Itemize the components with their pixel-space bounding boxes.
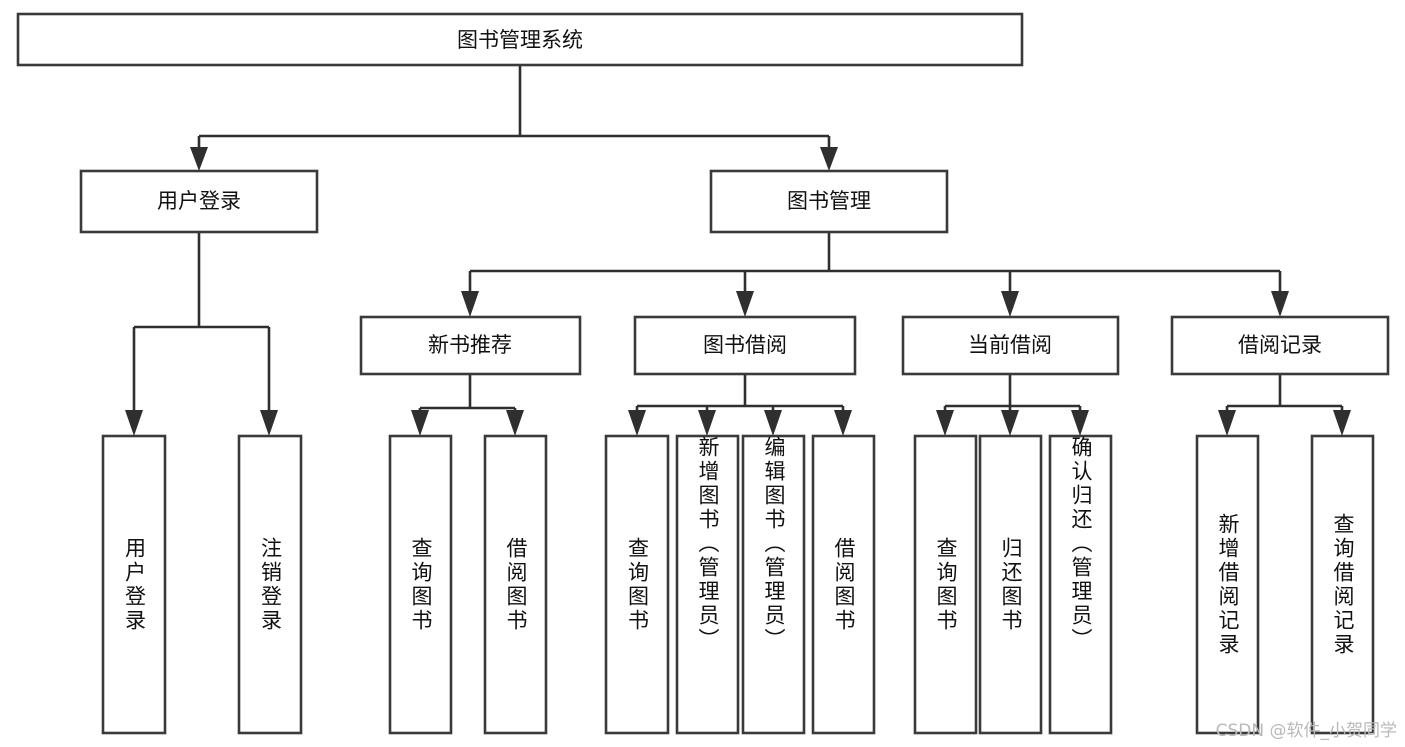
leaf-box-confirm-return-admin[interactable] bbox=[1048, 434, 1113, 735]
node-root-label: 图书管理系统 bbox=[457, 28, 583, 52]
leaf-boxes-group bbox=[101, 434, 1375, 735]
leaf-box-edit-book-admin[interactable] bbox=[741, 434, 806, 735]
arrow-to-leaf-user-login bbox=[125, 410, 143, 436]
node-user-login-box[interactable] bbox=[79, 169, 319, 234]
node-root[interactable]: 图书管理系统 bbox=[16, 12, 1024, 67]
node-user-login[interactable]: 用户登录 bbox=[79, 169, 319, 234]
arrow-current-leaf-3 bbox=[1071, 410, 1089, 436]
arrow-to-book-mgmt bbox=[820, 147, 838, 171]
arrow-to-leaf-logout bbox=[260, 410, 278, 436]
leaf-box-borrow-book-bb[interactable] bbox=[811, 434, 876, 735]
node-borrowing-records-label: 借阅记录 bbox=[1238, 333, 1322, 357]
leaf-box-borrow-book-nbr[interactable] bbox=[483, 434, 548, 735]
node-book-borrowing-label: 图书借阅 bbox=[703, 333, 787, 357]
arrow-borrow-leaf-3 bbox=[764, 410, 782, 436]
leaf-box-query-borrow-record[interactable] bbox=[1310, 434, 1375, 735]
node-borrowing-records-box[interactable] bbox=[1170, 315, 1390, 376]
arrow-borrow-leaf-1 bbox=[628, 410, 646, 436]
arrow-borrow-leaf-2 bbox=[698, 410, 716, 436]
leaf-box-query-book-cb[interactable] bbox=[913, 434, 978, 735]
node-user-login-label: 用户登录 bbox=[157, 189, 241, 213]
arrow-to-user-login bbox=[190, 147, 208, 171]
arrow-to-book-borrow bbox=[736, 291, 754, 317]
arrow-records-leaf-1 bbox=[1218, 410, 1236, 436]
arrow-records-leaf-2 bbox=[1333, 410, 1351, 436]
leaf-box-add-book-admin[interactable] bbox=[675, 434, 740, 735]
leaf-box-user-login[interactable] bbox=[101, 434, 167, 735]
node-book-management[interactable]: 图书管理 bbox=[709, 169, 949, 234]
node-current-borrowing-label: 当前借阅 bbox=[968, 333, 1052, 357]
node-new-book-recommendation[interactable]: 新书推荐 bbox=[359, 315, 582, 376]
node-book-borrowing-box[interactable] bbox=[633, 315, 857, 376]
node-book-management-box[interactable] bbox=[709, 169, 949, 234]
node-current-borrowing[interactable]: 当前借阅 bbox=[901, 315, 1120, 376]
node-book-management-label: 图书管理 bbox=[787, 189, 871, 213]
arrow-borrow-leaf-4 bbox=[834, 410, 852, 436]
arrow-to-borrow-records bbox=[1271, 291, 1289, 317]
arrow-current-leaf-1 bbox=[936, 410, 954, 436]
leaf-box-query-book-bb[interactable] bbox=[604, 434, 670, 735]
arrow-to-new-book-rec bbox=[461, 291, 479, 317]
leaf-box-return-book[interactable] bbox=[978, 434, 1043, 735]
node-book-borrowing[interactable]: 图书借阅 bbox=[633, 315, 857, 376]
leaf-box-logout[interactable] bbox=[237, 434, 303, 735]
leaf-box-query-book-nbr[interactable] bbox=[388, 434, 453, 735]
arrow-to-current-borrow bbox=[1001, 291, 1019, 317]
arrow-newbook-leaf-1 bbox=[411, 410, 429, 436]
node-new-book-recommendation-label: 新书推荐 bbox=[428, 333, 512, 357]
node-new-book-recommendation-box[interactable] bbox=[359, 315, 582, 376]
arrow-newbook-leaf-2 bbox=[506, 410, 524, 436]
node-current-borrowing-box[interactable] bbox=[901, 315, 1120, 376]
csdn-watermark: CSDN @软件_小贺同学 bbox=[1215, 721, 1397, 741]
leaf-box-add-borrow-record[interactable] bbox=[1195, 434, 1260, 735]
node-root-box[interactable] bbox=[16, 12, 1024, 67]
connectors-group bbox=[125, 65, 1351, 436]
node-borrowing-records[interactable]: 借阅记录 bbox=[1170, 315, 1390, 376]
arrow-current-leaf-2 bbox=[1001, 410, 1019, 436]
